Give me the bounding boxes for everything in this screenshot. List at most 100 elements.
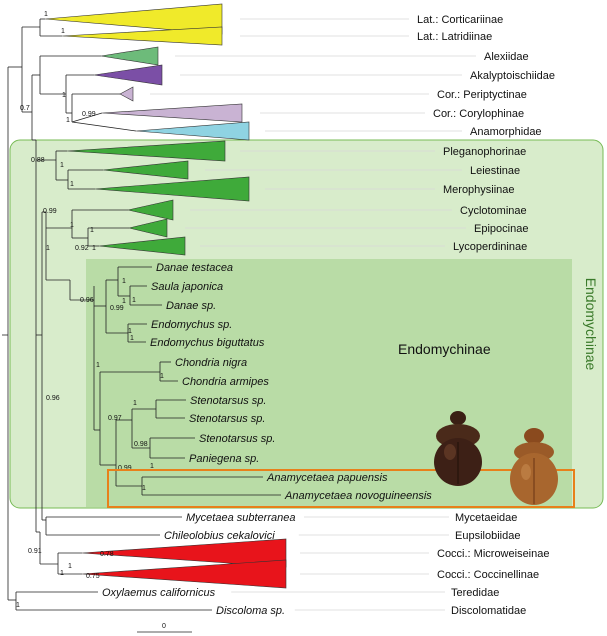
support-value: 0.99 [82, 111, 96, 118]
support-value: 1 [70, 181, 74, 188]
endomychinae-panel [86, 259, 572, 507]
clade-triangle-latridiinae [61, 26, 223, 46]
clade-triangle-pleganophorinae [66, 140, 226, 162]
clade-triangle-corticariinae [44, 3, 223, 35]
tip-label-saula_japonica: Saula japonica [151, 281, 223, 293]
family-label-chileolobius_cekalovici: Eupsilobiidae [455, 530, 520, 542]
clade-label-corylophinae: Cor.: Corylophinae [433, 108, 524, 120]
clade-triangle-cyclotominae [127, 199, 174, 221]
support-value: 1 [160, 373, 164, 380]
tip-label-chondria_armipes: Chondria armipes [182, 376, 269, 388]
clade-label-lycoperdininae: Lycoperdininae [453, 241, 527, 253]
support-value: 1 [16, 602, 20, 609]
support-value: 0.7 [20, 105, 30, 112]
support-value: 1 [66, 117, 70, 124]
family-labels: MycetaeidaeEupsilobiidaeTeredidaeDiscolo… [451, 512, 526, 617]
clade-label-anamorphidae: Anamorphidae [470, 126, 542, 138]
support-value: 1 [122, 298, 126, 305]
clade-label-coccinellinae: Cocci.: Coccinellinae [437, 569, 539, 581]
tip-label-discoloma_sp: Discoloma sp. [216, 605, 285, 617]
clade-label-latridiinae: Lat.: Latridiinae [417, 31, 492, 43]
family-label-discoloma_sp: Discolomatidae [451, 605, 526, 617]
clade-triangle-merophysiinae [94, 176, 250, 202]
support-value: 1 [142, 485, 146, 492]
support-value: 1 [70, 222, 74, 229]
tip-label-stenotarsus_sp2: Stenotarsus sp. [189, 413, 265, 425]
scale-bar-label: 0 [162, 623, 166, 630]
leader-lines [150, 18, 476, 611]
clade-label-akalyptoischiidae: Akalyptoischiidae [470, 70, 555, 82]
branch [71, 112, 103, 123]
support-value: 1 [60, 570, 64, 577]
clade-triangle-anamorphidae [135, 121, 250, 141]
support-value: 0.98 [134, 441, 148, 448]
anamycetaea-highlight-box [107, 469, 575, 508]
clade-triangle-akalyptoischiidae [93, 64, 163, 86]
clade-triangle-microweiseinae [81, 538, 287, 568]
support-value: 0.97 [108, 415, 122, 422]
support-value: 1 [68, 563, 72, 570]
clade-label-pleganophorinae: Pleganophorinae [443, 146, 526, 158]
clade-label-cyclotominae: Cyclotominae [460, 205, 527, 217]
support-value: 1 [62, 92, 66, 99]
tree-branches [2, 18, 281, 611]
tip-label-danae_testacea: Danae testacea [156, 262, 233, 274]
support-value: 0.99 [110, 305, 124, 312]
support-value: 1 [150, 463, 154, 470]
support-value: 1 [96, 362, 100, 369]
tip-label-mycetaea_subterranea: Mycetaea subterranea [186, 512, 295, 524]
family-label-oxylaemus_californicus: Teredidae [451, 587, 499, 599]
support-value: 1 [90, 227, 94, 234]
support-value: 1 [128, 328, 132, 335]
support-value: 1 [46, 245, 50, 252]
tip-label-chondria_nigra: Chondria nigra [175, 357, 247, 369]
support-value: 0.91 [28, 548, 42, 555]
clade-triangle-leiestinae [102, 160, 189, 180]
tip-label-anamycetaea_novoguineensis: Anamycetaea novoguineensis [284, 490, 432, 502]
support-value: 0.99 [118, 465, 132, 472]
tip-label-paniegena_sp: Paniegena sp. [189, 453, 259, 465]
beetle-dark-image [434, 411, 482, 486]
clade-label-periptyctinae: Cor.: Periptyctinae [437, 89, 527, 101]
support-value: 1 [92, 245, 96, 252]
clade-label-corticariinae: Lat.: Corticariinae [417, 14, 503, 26]
family-label-mycetaea_subterranea: Mycetaeidae [455, 512, 517, 524]
tip-label-stenotarsus_sp1: Stenotarsus sp. [190, 395, 266, 407]
endomychinae-label: Endomychinae [398, 341, 491, 357]
tip-label-stenotarsus_sp3: Stenotarsus sp. [199, 433, 275, 445]
clade-label-leiestinae: Leiestinae [470, 165, 520, 177]
branch [71, 121, 137, 132]
support-value: 1 [130, 335, 134, 342]
scale-bar: 0 [137, 623, 192, 633]
clade-label-epipocinae: Epipocinae [474, 223, 528, 235]
support-value: 0.78 [100, 551, 114, 558]
clade-triangle-periptyctinae [119, 86, 134, 102]
support-value: 0.75 [86, 573, 100, 580]
support-value: 0.96 [46, 395, 60, 402]
tip-label-oxylaemus_californicus: Oxylaemus californicus [102, 587, 216, 599]
clade-label-merophysiinae: Merophysiinae [443, 184, 515, 196]
support-value: 0.92 [75, 245, 89, 252]
support-value: 0.96 [80, 297, 94, 304]
beetle-brown-image [510, 428, 558, 505]
clade-triangle-coccinellinae [81, 559, 287, 589]
support-value: 1 [132, 297, 136, 304]
support-value: 0.99 [43, 208, 57, 215]
tip-label-endomychus_biguttatus: Endomychus biguttatus [150, 337, 265, 349]
clade-triangle-epipocinae [128, 218, 168, 238]
tip-label-danae_sp: Danae sp. [166, 300, 216, 312]
endomychidae-label: Endomychinae [583, 278, 599, 371]
clade-triangle-corylophinae [101, 103, 243, 123]
support-value: 1 [133, 400, 137, 407]
support-value: 0.88 [31, 157, 45, 164]
clade-label-alexiidae: Alexiidae [484, 51, 529, 63]
clade-triangle-lycoperdininae [98, 236, 186, 256]
support-value: 1 [60, 162, 64, 169]
collapsed-clades [44, 3, 287, 589]
tip-label-anamycetaea_papuensis: Anamycetaea papuensis [266, 472, 388, 484]
tip-label-endomychus_sp: Endomychus sp. [151, 319, 232, 331]
clade-label-microweiseinae: Cocci.: Microweiseinae [437, 548, 549, 560]
